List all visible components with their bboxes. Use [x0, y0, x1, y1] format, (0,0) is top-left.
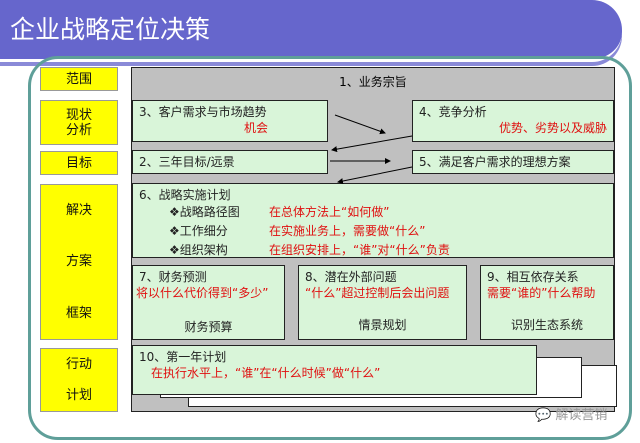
label-solution-framework: 解决方案框架 — [40, 184, 118, 340]
box-strategy-plan: 6、战略实施计划 ❖战略路径图 在总体方法上“如何做” ❖工作细分 在实施业务上，需… — [132, 183, 614, 258]
box-title: 6、战略实施计划 — [139, 188, 231, 202]
box-ideal-solution: 5、满足客户需求的理想方案 — [412, 150, 614, 174]
arrow — [331, 135, 413, 153]
watermark: 💬 解读营销 — [535, 408, 608, 423]
watermark-text: 解读营销 — [555, 408, 608, 423]
label-text: 现状 — [65, 107, 92, 123]
label-text: 计划 — [65, 388, 92, 403]
box-note: 将以什么代价得到“多少” — [136, 286, 269, 300]
item-note: 在总体方法上“如何做” — [269, 205, 390, 219]
box-interdependence: 9、相互依存关系 需要“谁的”什么帮助 识别生态系统 — [480, 265, 614, 340]
box-title: 8、潜在外部问题 — [305, 270, 397, 284]
title-bar — [0, 0, 622, 62]
box-title: 7、财务预测 — [139, 270, 207, 284]
box-note: 优势、劣势以及威胁 — [498, 121, 607, 135]
content-frame — [28, 56, 632, 440]
label-text: 解决 — [65, 203, 92, 219]
arrow — [337, 166, 413, 184]
box-note: 机会 — [244, 121, 269, 135]
box-title: 3、客户需求与市场趋势 — [139, 105, 267, 119]
box-mission: 1、业务宗旨 — [339, 75, 407, 89]
label-status-analysis: 现状分析 — [40, 100, 118, 145]
box-title: 9、相互依存关系 — [487, 270, 579, 284]
item-note: 在组织安排上，“谁”对“什么”负责 — [269, 243, 450, 257]
label-text: 范围 — [65, 71, 92, 87]
box-financial-forecast: 7、财务预测 将以什么代价得到“多少” 财务预算 — [132, 265, 285, 340]
page-title: 企业战略定位决策 — [10, 15, 211, 44]
label-goal: 目标 — [40, 151, 118, 175]
item-label: ❖战略路径图 — [169, 205, 240, 219]
item-label: ❖工作细分 — [169, 224, 228, 238]
box-title: 10、第一年计划 — [139, 350, 227, 364]
box-competition: 4、竞争分析 优势、劣势以及威胁 — [412, 100, 614, 142]
box-title: 4、竞争分析 — [419, 105, 487, 119]
label-text: 分析 — [65, 122, 92, 138]
box-customer-needs: 3、客户需求与市场趋势 机会 — [132, 100, 328, 142]
label-scope: 范围 — [40, 67, 118, 91]
item-label: ❖组织架构 — [169, 243, 228, 257]
arrow — [334, 114, 386, 135]
box-sub: 财务预算 — [184, 320, 233, 334]
box-note: “什么”超过控制后会出问题 — [305, 286, 450, 300]
box-note: 在执行水平上，“谁”在“什么时候”做“什么” — [151, 366, 381, 380]
box-sub: 识别生态系统 — [510, 318, 583, 332]
box-sub: 情景规划 — [358, 318, 407, 332]
label-text: 方案 — [65, 254, 92, 270]
item-note: 在实施业务上，需要做“什么” — [269, 224, 426, 238]
box-three-year-goal: 2、三年目标/远景 — [132, 150, 328, 174]
label-text: 目标 — [65, 155, 92, 171]
label-action-plan: 行动计划 — [40, 348, 118, 412]
box-first-year-plan: 10、第一年计划 在执行水平上，“谁”在“什么时候”做“什么” — [132, 345, 537, 395]
label-text: 框架 — [65, 305, 92, 321]
box-external-issues: 8、潜在外部问题 “什么”超过控制后会出问题 情景规划 — [298, 265, 467, 340]
label-text: 行动 — [65, 357, 92, 372]
box-note: 需要“谁的”什么帮助 — [487, 286, 596, 300]
